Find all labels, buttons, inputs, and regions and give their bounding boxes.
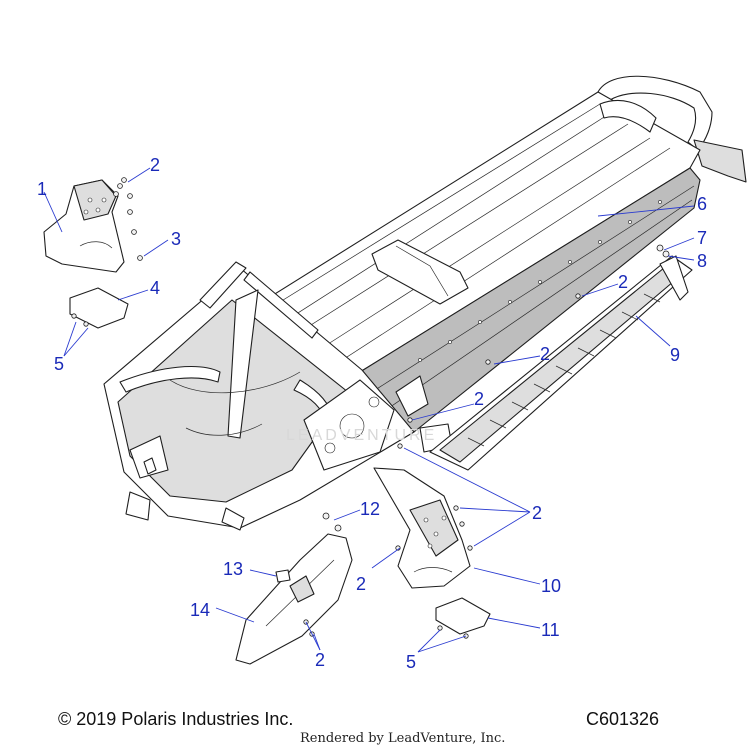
part-4-plate bbox=[69, 287, 129, 329]
callout-10: 10 bbox=[541, 576, 561, 596]
callout-2-board: 2 bbox=[618, 272, 628, 292]
callout-13: 13 bbox=[223, 559, 243, 579]
part-12-13-hardware bbox=[275, 512, 342, 637]
callout-8: 8 bbox=[697, 251, 707, 271]
callout-2-tunnel: 2 bbox=[540, 344, 550, 364]
callout-5-bottom: 5 bbox=[406, 652, 416, 672]
callout-labels: 1 2 3 4 5 6 7 8 2 9 2 2 2 12 2 13 10 14 … bbox=[37, 155, 707, 672]
part-11-plate bbox=[435, 597, 491, 635]
callout-2-top: 2 bbox=[150, 155, 160, 175]
part-1-hardware bbox=[71, 177, 143, 327]
callout-2-panel10: 2 bbox=[532, 503, 542, 523]
tunnel-rivets bbox=[418, 200, 662, 362]
running-board bbox=[429, 255, 693, 471]
part-7-8-hardware bbox=[407, 244, 670, 423]
leader-lines bbox=[43, 167, 695, 653]
callout-5-left: 5 bbox=[54, 354, 64, 374]
diagram-code: C601326 bbox=[586, 709, 660, 729]
callout-14: 14 bbox=[190, 600, 210, 620]
rendered-by-note: Rendered by LeadVenture, Inc. bbox=[300, 731, 506, 746]
callout-3: 3 bbox=[171, 229, 181, 249]
callout-2-lower: 2 bbox=[356, 574, 366, 594]
callout-9: 9 bbox=[670, 345, 680, 365]
copyright-notice: © 2019 Polaris Industries Inc. bbox=[58, 709, 294, 729]
part-14-panel bbox=[235, 533, 353, 665]
watermark: LEADVENTURE bbox=[286, 427, 437, 444]
chassis-assembly bbox=[103, 75, 747, 531]
callout-4: 4 bbox=[150, 278, 160, 298]
callout-7: 7 bbox=[697, 228, 707, 248]
callout-6: 6 bbox=[697, 194, 707, 214]
callout-2-bracket: 2 bbox=[474, 389, 484, 409]
callout-1: 1 bbox=[37, 179, 47, 199]
callout-2-panel14: 2 bbox=[315, 650, 325, 670]
part-10-panel bbox=[373, 467, 471, 589]
part-10-hardware bbox=[395, 443, 473, 639]
running-board-slots bbox=[467, 293, 661, 447]
part-1-panel bbox=[43, 179, 125, 273]
callout-12: 12 bbox=[360, 499, 380, 519]
callout-11: 11 bbox=[541, 620, 560, 640]
